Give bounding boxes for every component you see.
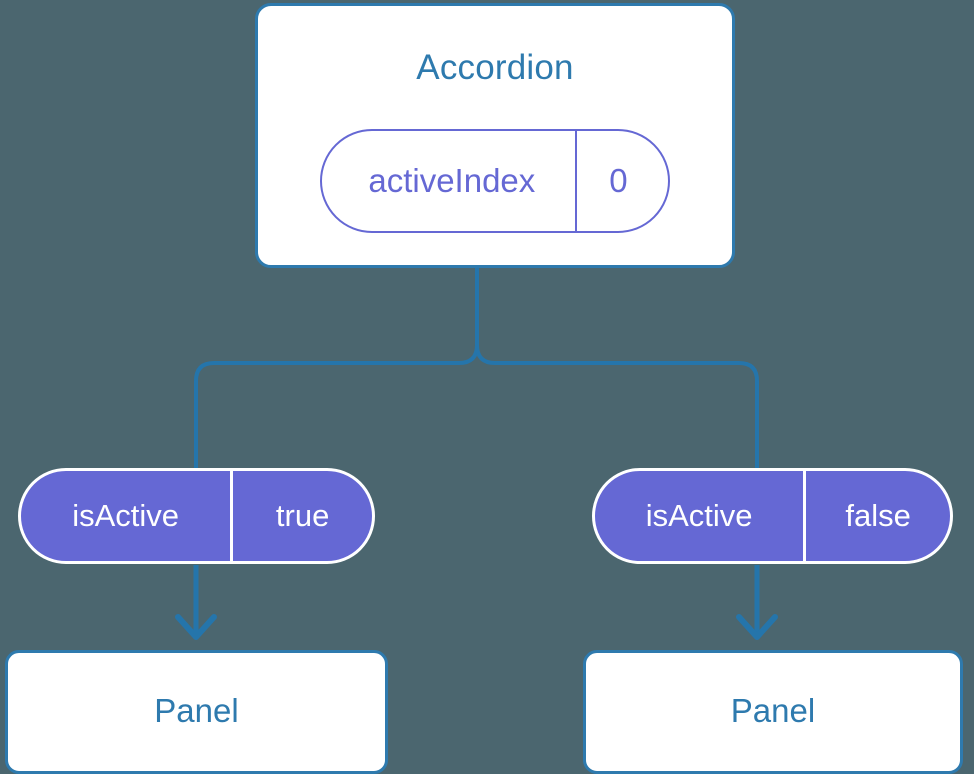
arrow-left [175,565,217,640]
pill-divider [803,471,807,561]
prop-pill-key: isActive [72,498,179,533]
prop-pill-value: false [845,498,911,533]
accordion-state-value: 0 [609,162,628,199]
pill-divider [575,131,578,231]
accordion-component-card[interactable]: Accordion activeIndex 0 [255,3,735,268]
prop-pill-is-active-true[interactable]: isActive true [18,468,375,564]
tree-connector-path [194,268,479,468]
panel-title: Panel [730,691,816,729]
prop-pill-value: true [275,498,330,533]
arrow-right [736,565,778,640]
tree-connector-path-right [475,268,759,468]
prop-pill-is-active-false[interactable]: isActive false [592,468,953,564]
panel-title: Panel [154,691,239,729]
accordion-state-key: activeIndex [368,162,536,199]
accordion-state-pill[interactable]: activeIndex 0 [320,129,670,233]
accordion-title: Accordion [416,48,574,87]
panel-component-card-left[interactable]: Panel [5,650,388,774]
pill-divider [230,471,234,561]
prop-pill-key: isActive [645,498,753,533]
panel-component-card-right[interactable]: Panel [583,650,963,774]
